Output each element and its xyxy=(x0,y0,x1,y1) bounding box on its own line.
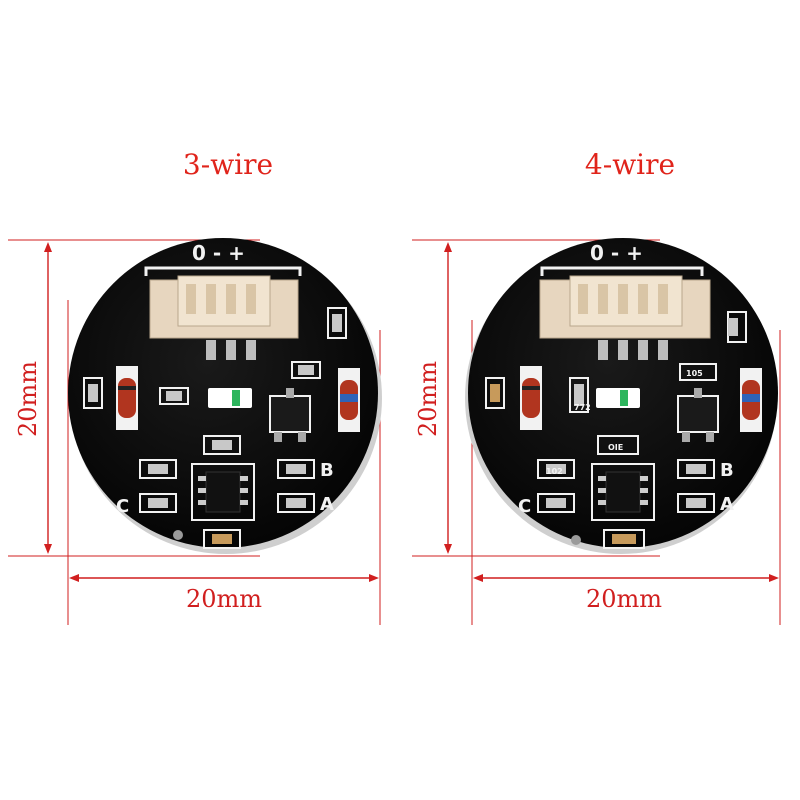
left-vertical-arrow-top xyxy=(44,242,52,252)
right-vertical-arrow-bottom xyxy=(444,544,452,554)
right-chip-code-3: OIE xyxy=(608,443,623,452)
right-diode-1 xyxy=(520,366,542,430)
right-chip-code-2: 772 xyxy=(574,403,591,412)
left-connector-marks: 0 - + xyxy=(192,241,245,265)
right-pad-label-a: A xyxy=(720,494,734,515)
left-connector-bracket xyxy=(144,266,302,276)
left-pad-label-a: A xyxy=(320,494,334,515)
left-horizontal-arrow-left xyxy=(69,574,79,582)
left-via xyxy=(173,530,183,540)
left-diode-2 xyxy=(338,368,360,432)
right-width-label: 20mm xyxy=(585,585,663,613)
left-transistor xyxy=(269,388,311,442)
right-height-label: 20mm xyxy=(414,360,442,438)
right-connector xyxy=(539,275,711,360)
right-connector-marks: 0 - + xyxy=(590,241,643,265)
right-diode-2 xyxy=(740,368,762,432)
right-pcb-board: 0 - + xyxy=(465,238,778,554)
right-via xyxy=(571,535,581,545)
right-smd-pads xyxy=(485,311,747,549)
right-smd-components xyxy=(490,318,738,544)
left-height-label: 20mm xyxy=(14,360,42,438)
right-ic-chip xyxy=(591,463,655,521)
right-title: 4-wire xyxy=(584,148,676,181)
right-chip-code-1: 105 xyxy=(686,369,703,378)
left-smd-components xyxy=(88,314,342,544)
right-led xyxy=(596,388,640,408)
right-horizontal-arrow-right xyxy=(769,574,779,582)
left-title: 3-wire xyxy=(182,148,274,181)
right-pad-label-c: C xyxy=(518,496,531,517)
left-horizontal-arrow-right xyxy=(369,574,379,582)
left-pad-label-c: C xyxy=(116,496,129,517)
left-smd-pads xyxy=(83,307,347,549)
left-pad-label-b: B xyxy=(320,460,334,481)
left-vertical-arrow-bottom xyxy=(44,544,52,554)
left-pcb-board: 0 - + xyxy=(68,238,382,554)
right-pad-label-b: B xyxy=(720,460,734,481)
right-transistor xyxy=(677,388,719,442)
left-width-label: 20mm xyxy=(185,585,263,613)
right-chip-code-4: 102 xyxy=(546,467,563,476)
left-connector xyxy=(149,275,299,360)
right-connector-bracket xyxy=(540,266,704,276)
right-vertical-arrow-top xyxy=(444,242,452,252)
left-ic-chip xyxy=(191,463,255,521)
right-horizontal-arrow-left xyxy=(473,574,483,582)
left-led xyxy=(208,388,252,408)
left-diode-1 xyxy=(116,366,138,430)
